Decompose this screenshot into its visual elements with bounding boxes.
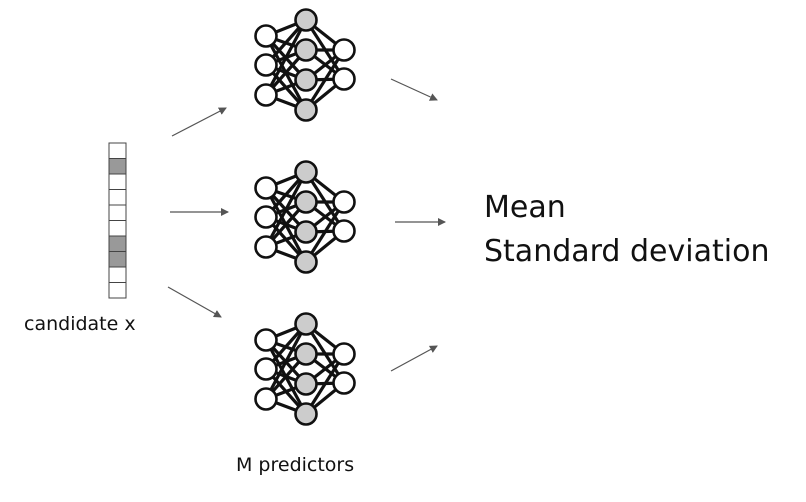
- connection: [304, 49, 346, 111]
- output-node: [332, 219, 356, 243]
- arrow: [167, 286, 222, 318]
- connection: [264, 19, 308, 96]
- connection: [264, 171, 308, 248]
- neural-network: [254, 160, 356, 274]
- arrow: [390, 345, 438, 372]
- input-node: [254, 24, 278, 48]
- hidden-node: [294, 312, 318, 336]
- input-node: [254, 357, 278, 381]
- input-node: [254, 235, 278, 259]
- output-node: [332, 190, 356, 214]
- arrow: [171, 107, 227, 137]
- connection: [264, 323, 308, 400]
- connection: [304, 353, 346, 415]
- standard-deviation-label: Standard deviation: [484, 234, 770, 269]
- predictors-label: M predictors: [236, 454, 355, 476]
- neural-network: [254, 312, 356, 426]
- connection: [304, 201, 346, 263]
- candidate-vector: [108, 142, 127, 299]
- vector-cell: [108, 235, 127, 252]
- hidden-node: [294, 372, 318, 396]
- input-node: [254, 387, 278, 411]
- vector-cell: [108, 189, 127, 206]
- vector-cell: [108, 282, 127, 299]
- hidden-node: [294, 160, 318, 184]
- hidden-node: [294, 190, 318, 214]
- neural-network: [254, 8, 356, 122]
- hidden-node: [294, 402, 318, 426]
- vector-cell: [108, 158, 127, 175]
- hidden-node: [294, 8, 318, 32]
- vector-cell: [108, 173, 127, 190]
- vector-cell: [108, 204, 127, 221]
- mean-label: Mean: [484, 190, 566, 225]
- input-node: [254, 205, 278, 229]
- vector-cell: [108, 251, 127, 268]
- hidden-node: [294, 250, 318, 274]
- output-node: [332, 342, 356, 366]
- candidate-label: candidate x: [24, 313, 136, 335]
- vector-cell: [108, 142, 127, 159]
- arrow: [390, 78, 438, 101]
- hidden-node: [294, 68, 318, 92]
- vector-cell: [108, 266, 127, 283]
- arrows: [167, 78, 446, 372]
- hidden-node: [294, 98, 318, 122]
- output-node: [332, 371, 356, 395]
- input-node: [254, 328, 278, 352]
- hidden-node: [294, 342, 318, 366]
- input-node: [254, 176, 278, 200]
- input-node: [254, 53, 278, 77]
- vector-cell: [108, 220, 127, 237]
- input-node: [254, 83, 278, 107]
- output-node: [332, 67, 356, 91]
- hidden-node: [294, 220, 318, 244]
- output-node: [332, 38, 356, 62]
- neural-networks: [254, 8, 356, 426]
- hidden-node: [294, 38, 318, 62]
